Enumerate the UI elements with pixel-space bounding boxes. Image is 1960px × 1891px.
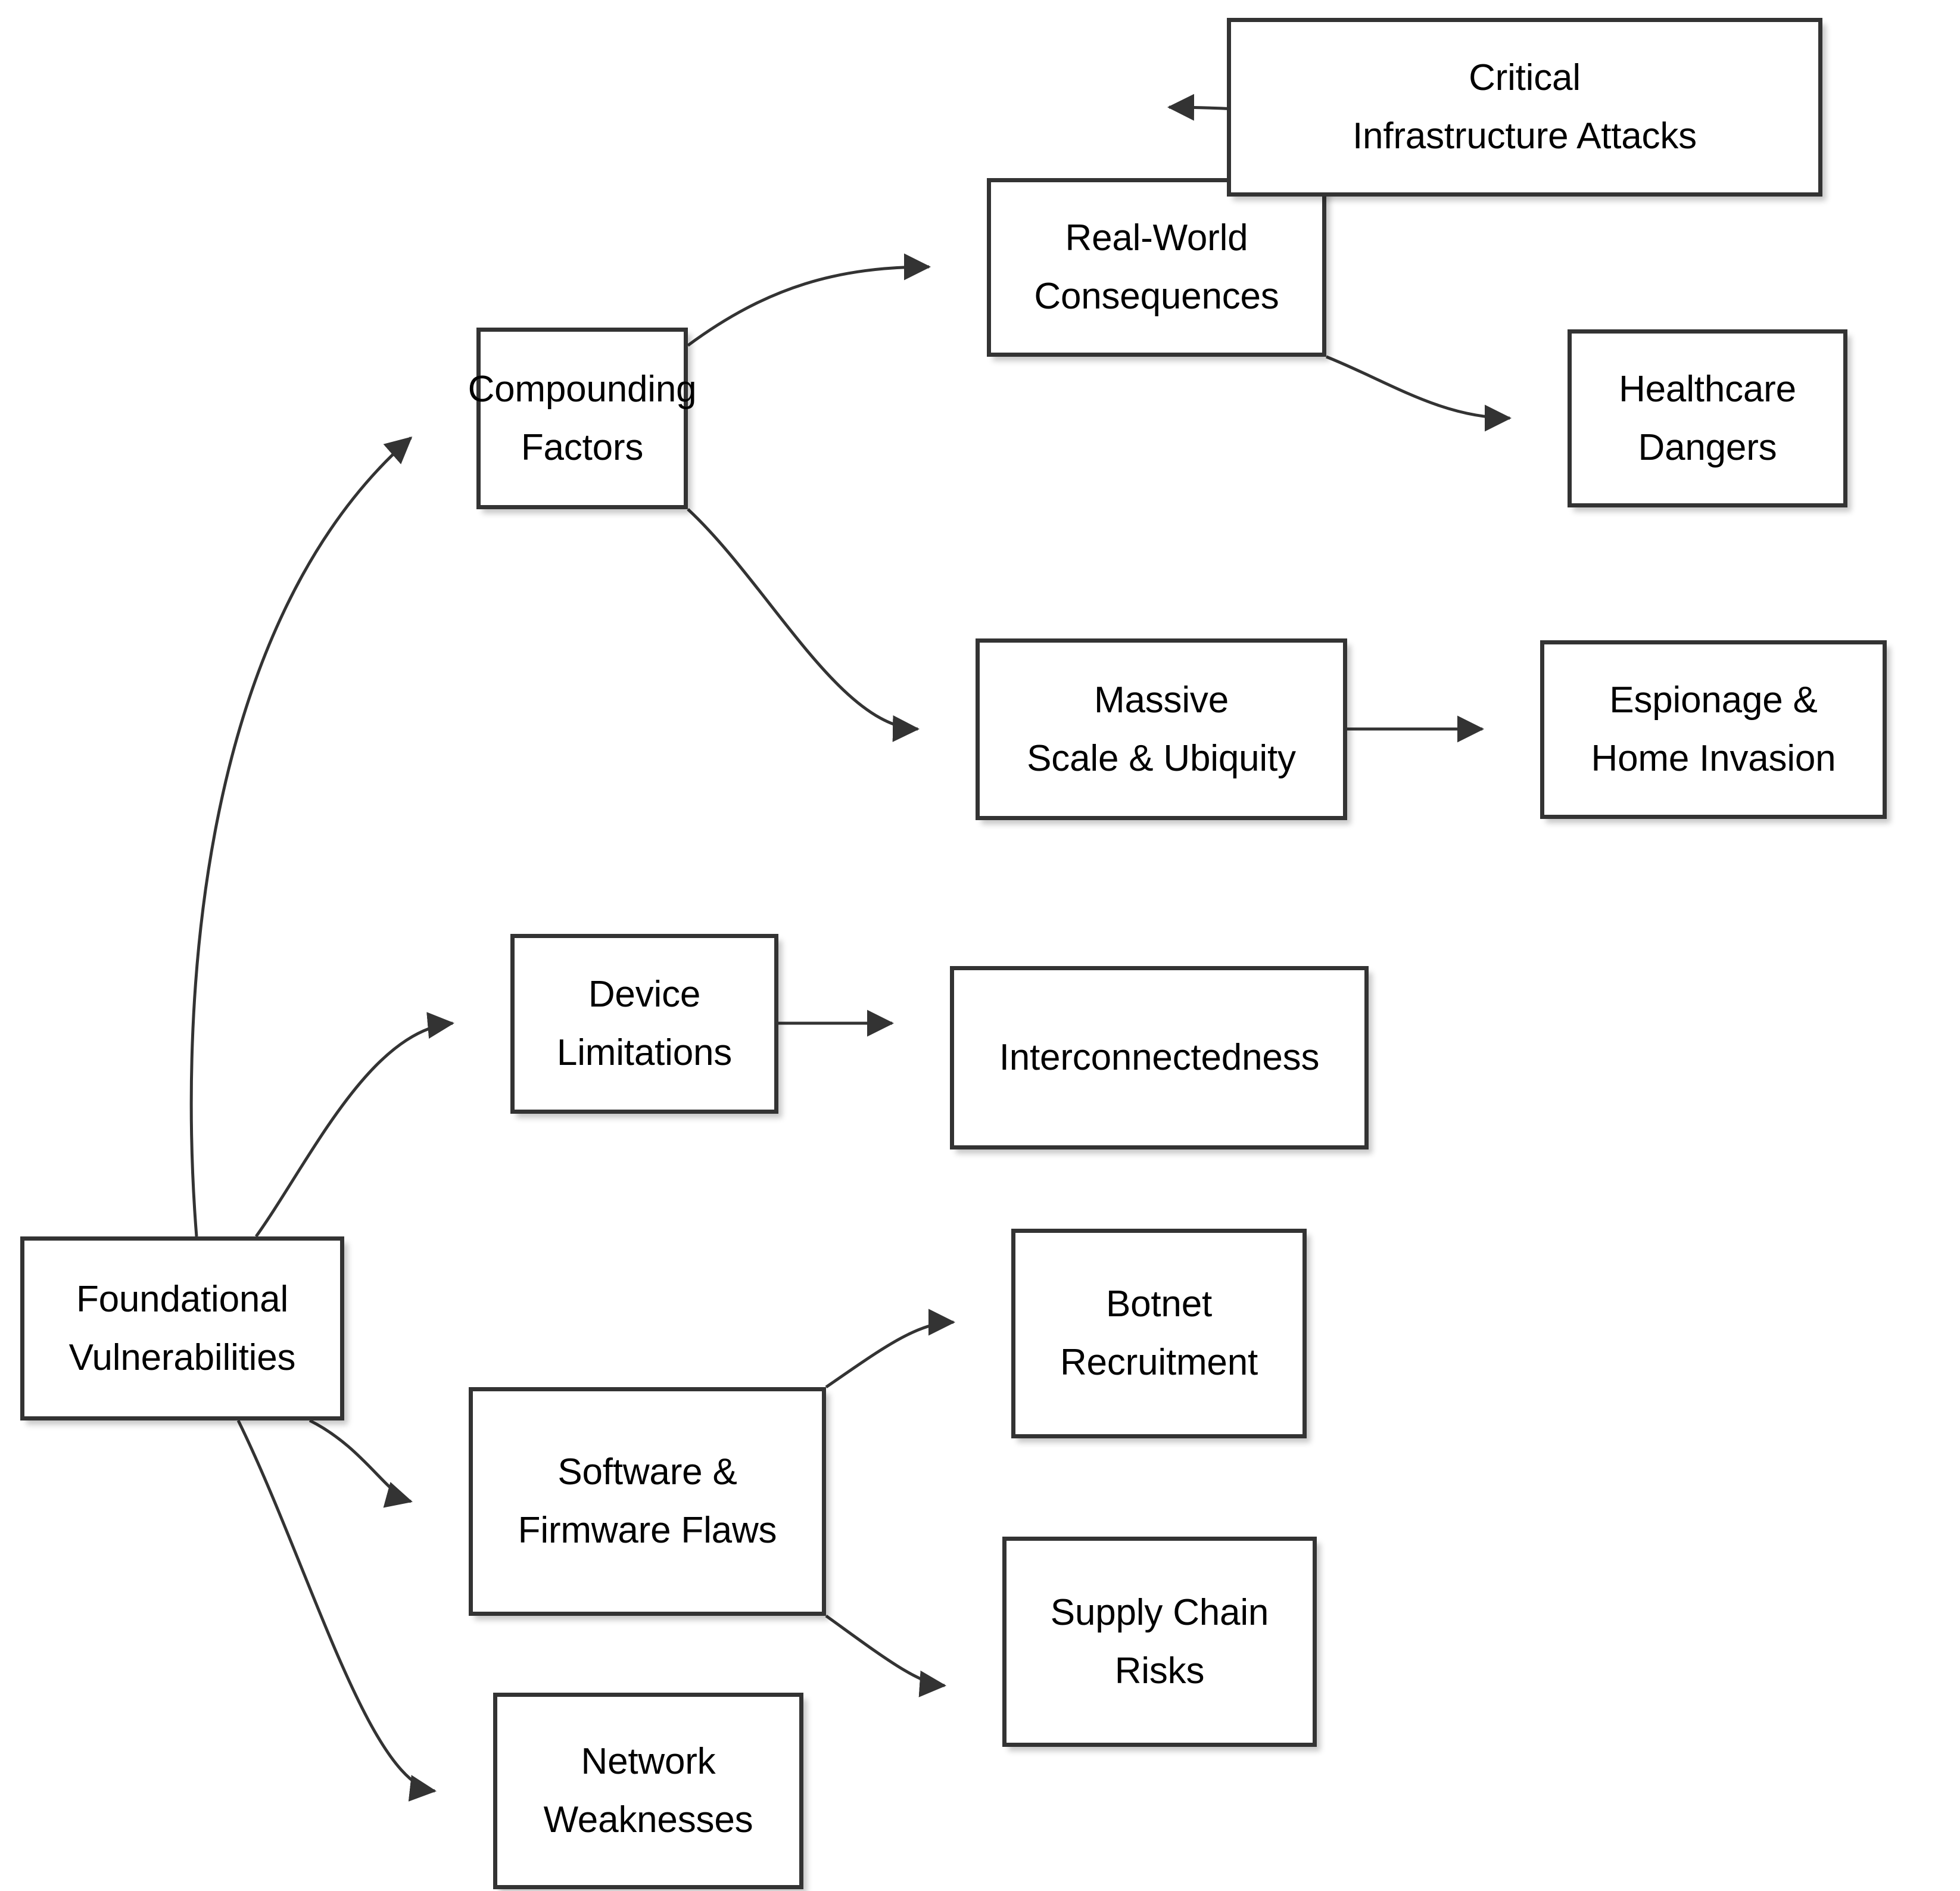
node-software-firmware-flaws[interactable]: Software & Firmware Flaws — [469, 1387, 826, 1616]
edge-compounding-factors-to-real-world-consequences — [687, 253, 931, 347]
node-network-weaknesses[interactable]: Network Weaknesses — [493, 1693, 803, 1889]
node-real-world-consequences[interactable]: Real-World Consequences — [987, 178, 1326, 357]
edge-foundational-vulnerabilities-to-software-firmware-flaws — [309, 1419, 413, 1508]
node-label: Massive Scale & Ubiquity — [1027, 679, 1296, 779]
node-label: Interconnectedness — [999, 1037, 1320, 1079]
node-label: Supply Chain Risks — [1050, 1591, 1269, 1691]
node-foundational-vulnerabilities[interactable]: Foundational Vulnerabilities — [20, 1236, 344, 1420]
edge-real-world-consequences-to-healthcare-dangers — [1326, 355, 1512, 432]
edge-compounding-factors-to-massive-scale-ubiquity — [687, 508, 920, 742]
edge-software-firmware-flaws-to-botnet-recruitment — [825, 1309, 956, 1389]
node-botnet-recruitment[interactable]: Botnet Recruitment — [1011, 1229, 1307, 1438]
node-interconnectedness[interactable]: Interconnectedness — [950, 966, 1369, 1149]
node-label: Espionage & Home Invasion — [1591, 680, 1836, 779]
edge-foundational-vulnerabilities-to-compounding-factors — [189, 437, 413, 1237]
node-device-limitations[interactable]: Device Limitations — [510, 934, 778, 1114]
node-healthcare-dangers[interactable]: Healthcare Dangers — [1568, 329, 1847, 507]
node-label: Botnet Recruitment — [1060, 1283, 1258, 1383]
node-label: Compounding Factors — [468, 368, 697, 468]
edge-foundational-vulnerabilities-to-device-limitations — [254, 1012, 454, 1238]
edge-software-firmware-flaws-to-supply-chain-risks — [825, 1614, 946, 1697]
node-espionage-home-invasion[interactable]: Espionage & Home Invasion — [1540, 640, 1887, 819]
node-label: Foundational Vulnerabilities — [68, 1278, 296, 1378]
node-compounding-factors[interactable]: Compounding Factors — [468, 328, 697, 509]
node-label: Critical Infrastructure Attacks — [1353, 57, 1697, 157]
node-label: Real-World Consequences — [1034, 217, 1279, 317]
node-label: Healthcare Dangers — [1619, 368, 1796, 468]
node-label: Software & Firmware Flaws — [518, 1451, 777, 1551]
node-supply-chain-risks[interactable]: Supply Chain Risks — [1002, 1537, 1317, 1747]
edge-foundational-vulnerabilities-to-network-weaknesses — [236, 1419, 437, 1802]
node-label: Network Weaknesses — [543, 1741, 753, 1840]
node-massive-scale-ubiquity[interactable]: Massive Scale & Ubiquity — [976, 638, 1347, 820]
node-label: Device Limitations — [556, 974, 733, 1073]
node-critical-infrastructure-attacks[interactable]: Critical Infrastructure Attacks — [1227, 18, 1822, 197]
